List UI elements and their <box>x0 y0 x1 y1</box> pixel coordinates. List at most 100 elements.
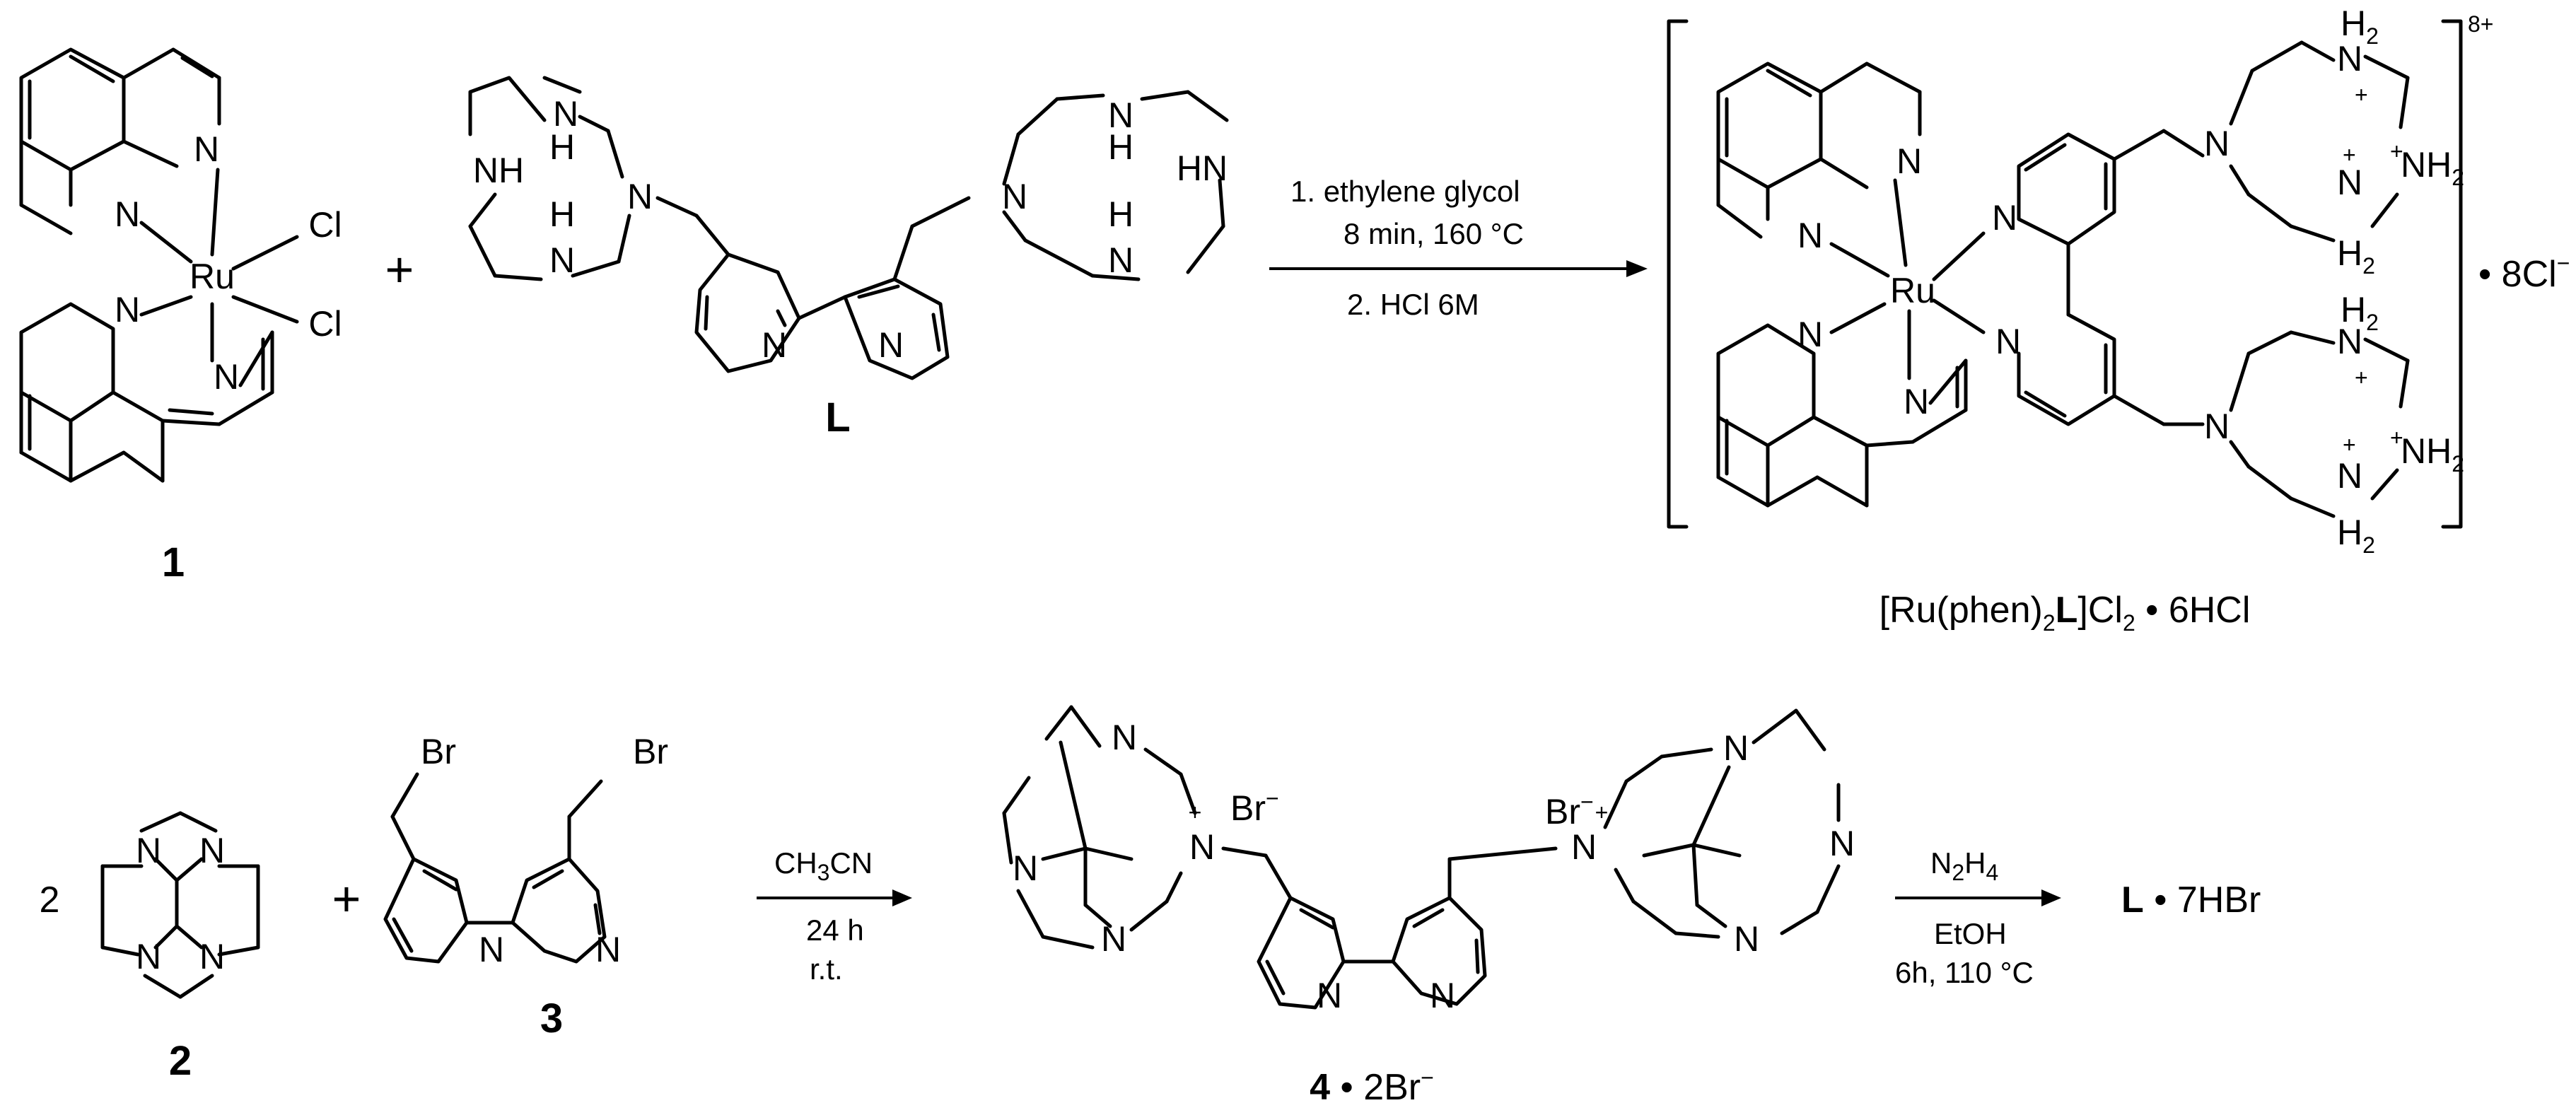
arrowhead <box>2041 889 2061 906</box>
n-atom: N <box>1734 919 1759 959</box>
n-atom: N <box>1829 824 1855 863</box>
compound-4-structure <box>1002 705 1841 1010</box>
n-atom: N <box>136 937 161 976</box>
plus-charge: + <box>2390 139 2403 164</box>
plus-charge: + <box>2355 82 2368 107</box>
condition-line-1: 1. ethylene glycol <box>1290 175 1520 208</box>
n-atom: N <box>2337 163 2362 202</box>
n-plus-atom: N <box>1189 827 1215 867</box>
br-atom: Br <box>421 732 456 771</box>
condition-time: 24 h <box>806 913 864 947</box>
n-atom: N <box>1430 976 1455 1015</box>
plus-charge: + <box>2355 365 2368 390</box>
bromide-label: Br− <box>1545 789 1594 831</box>
n-atom: N <box>194 129 219 169</box>
h2-label: H2 <box>2341 290 2379 335</box>
arrowhead <box>892 889 912 906</box>
compound-3-structure <box>383 772 607 964</box>
arrowhead <box>1626 260 1648 277</box>
plus-charge: + <box>2343 142 2356 168</box>
n-atom: N <box>2337 39 2362 78</box>
h2-label: H2 <box>2337 513 2375 558</box>
condition-time-temp: 6h, 110 °C <box>1895 956 2034 989</box>
br-atom: Br <box>633 732 668 771</box>
h-atom: H <box>549 127 575 167</box>
n-atom: N <box>1797 216 1823 255</box>
n-atom: N <box>1797 315 1823 354</box>
n-atom: N <box>214 357 239 397</box>
ligand-l-label: L <box>825 395 850 440</box>
n-atom: N <box>2204 407 2230 446</box>
nh-atom: N <box>549 240 575 280</box>
h2-label: H2 <box>2341 4 2379 49</box>
n-atom: N <box>2337 322 2362 361</box>
n-atom: N <box>1112 718 1137 757</box>
plus-charge: + <box>2390 425 2403 450</box>
nh-atom: NH <box>473 151 524 190</box>
nh2-label: NH2 <box>2401 431 2464 477</box>
n-atom: N <box>627 177 653 216</box>
condition-temp: r.t. <box>810 952 843 986</box>
pyridine-n-atom: N <box>762 325 787 365</box>
n-atom: N <box>1013 848 1038 888</box>
compound-2-structure <box>100 811 260 999</box>
n-atom: N <box>2204 124 2230 163</box>
ru-atom: Ru <box>1890 271 1935 310</box>
n-atom: N <box>479 930 504 969</box>
n-atom: N <box>1002 177 1027 216</box>
h-atom: H <box>1108 127 1133 167</box>
condition-solvent-etoh: EtOH <box>1934 917 2007 950</box>
n-atom: N <box>115 290 140 329</box>
nh-atom: N <box>553 94 578 134</box>
ru-atom: Ru <box>190 257 235 296</box>
n-atom: N <box>115 194 140 234</box>
h2-label: H2 <box>2337 233 2375 279</box>
n-atom: N <box>1101 919 1126 959</box>
h-atom: H <box>1108 194 1133 234</box>
product-complex-structure <box>1667 19 2463 529</box>
n-atom: N <box>595 930 621 969</box>
n-atom: N <box>1995 322 2021 361</box>
counterion-label: • 8Cl− <box>2478 250 2570 295</box>
final-product-label: L • 7HBr <box>2121 880 2261 921</box>
nh-atom: N <box>1108 95 1133 135</box>
compound-3-label: 3 <box>540 996 563 1041</box>
condition-line-3: 2. HCl 6M <box>1347 288 1479 321</box>
cl-atom: Cl <box>308 304 342 344</box>
n-atom: N <box>1992 198 2017 238</box>
h-atom: H <box>549 194 575 234</box>
stoichiometry-label: 2 <box>40 880 60 921</box>
product-name: [Ru(phen)2L]Cl2 • 6HCl <box>1879 590 2251 636</box>
n-atom: N <box>1904 382 1929 421</box>
n-atom: N <box>1723 728 1749 768</box>
condition-solvent: CH3CN <box>774 846 873 885</box>
n-atom: N <box>136 831 161 870</box>
n-atom: N <box>199 831 225 870</box>
plus-charge: + <box>1189 800 1202 825</box>
cl-atom: Cl <box>308 205 342 245</box>
product-charge: 8+ <box>2468 11 2493 37</box>
plus-charge: + <box>1595 800 1609 825</box>
condition-line-2: 8 min, 160 °C <box>1344 217 1524 250</box>
n-atom: N <box>2337 456 2362 496</box>
condition-reagent: N2H4 <box>1930 846 1998 885</box>
ligand-l-structure <box>468 76 1229 380</box>
nh-atom: N <box>1108 240 1133 280</box>
compound-4-label: 4 • 2Br− <box>1310 1065 1434 1108</box>
compound-1-label: 1 <box>162 539 185 585</box>
bromide-label: Br− <box>1230 786 1279 828</box>
n-atom: N <box>1317 976 1342 1015</box>
plus-sign: + <box>332 871 361 926</box>
n-atom: N <box>199 937 225 976</box>
hn-atom: HN <box>1177 148 1228 188</box>
compound-2-label: 2 <box>169 1038 192 1084</box>
pyridine-n-atom: N <box>878 325 904 365</box>
plus-charge: + <box>2343 432 2356 457</box>
plus-sign: + <box>385 242 414 297</box>
n-plus-atom: N <box>1571 827 1597 867</box>
nh2-label: NH2 <box>2401 145 2464 190</box>
compound-1-structure <box>19 47 299 483</box>
n-atom: N <box>1896 141 1922 181</box>
